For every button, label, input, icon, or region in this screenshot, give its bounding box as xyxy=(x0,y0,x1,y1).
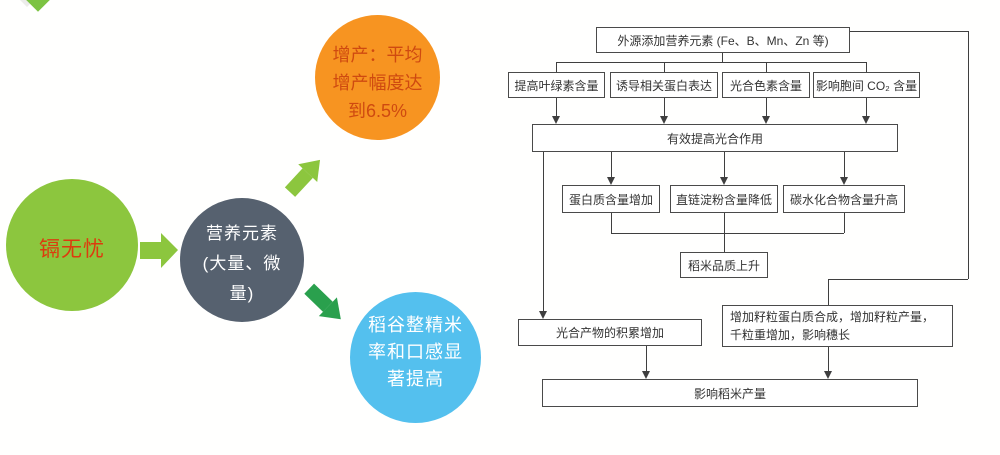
flow-line xyxy=(766,98,767,117)
flow-line xyxy=(866,62,867,72)
flow-arrowhead-icon xyxy=(824,371,832,379)
flow-line xyxy=(866,98,867,117)
flow-arrowhead-icon xyxy=(539,311,547,319)
flow-arrowhead-icon xyxy=(862,116,870,124)
flow-box-rice-quality: 稻米品质上升 xyxy=(680,252,768,278)
flow-line xyxy=(844,152,845,178)
flow-box-rice-yield: 影响稻米产量 xyxy=(542,379,918,407)
flow-box-protein-expression: 诱导相关蛋白表达 xyxy=(610,72,718,98)
flow-box-external-nutrients: 外源添加营养元素 (Fe、B、Mn、Zn 等) xyxy=(596,27,850,53)
nutrient-line-1: 营养元素 xyxy=(206,224,278,243)
rice-quality-line-3: 著提高 xyxy=(387,369,444,389)
yield-gain-line-2: 增产幅度达 xyxy=(332,73,423,93)
arrow-up-right-icon xyxy=(280,151,330,201)
flow-arrowhead-icon xyxy=(607,177,615,185)
flow-arrowhead-icon xyxy=(642,371,650,379)
rice-quality-line-1: 稻谷整精米 xyxy=(368,315,463,335)
flow-box-chlorophyll: 提高叶绿素含量 xyxy=(508,72,605,98)
flow-box-protein-content: 蛋白质含量增加 xyxy=(562,185,660,213)
flow-line xyxy=(844,213,845,233)
flow-line xyxy=(556,62,557,72)
arrow-down-right-icon xyxy=(300,279,350,329)
flow-line xyxy=(646,346,647,372)
nutrient-line-2: (大量、微 xyxy=(202,254,282,273)
nutrient-line-3: 量) xyxy=(229,284,255,303)
flow-line xyxy=(664,98,665,117)
flow-line xyxy=(828,279,968,280)
flow-box-amylose: 直链淀粉含量降低 xyxy=(670,185,778,213)
flow-line xyxy=(724,213,725,233)
flow-line xyxy=(722,53,723,62)
flow-line xyxy=(543,152,544,312)
yield-gain-circle: 增产：平均 增产幅度达 到6.5% xyxy=(315,15,440,140)
flow-box-pigment: 光合色素含量 xyxy=(722,72,810,98)
flow-line xyxy=(611,213,612,233)
flow-line xyxy=(766,62,767,72)
flow-box-photosynthesis: 有效提高光合作用 xyxy=(532,124,898,152)
flow-arrowhead-icon xyxy=(762,116,770,124)
flow-box-co2: 影响胞间 CO₂ 含量 xyxy=(813,72,920,98)
flow-arrowhead-icon xyxy=(660,116,668,124)
flow-line xyxy=(968,31,969,279)
flow-line xyxy=(664,62,665,72)
flow-line xyxy=(828,279,829,305)
flow-line xyxy=(611,233,844,234)
yield-gain-line-1: 增产：平均 xyxy=(332,45,423,65)
flow-arrowhead-icon xyxy=(720,177,728,185)
flow-arrowhead-icon xyxy=(552,116,560,124)
flow-line xyxy=(611,152,612,178)
arrow-right-icon xyxy=(140,233,178,268)
flow-box-grain-protein: 增加籽粒蛋白质合成，增加籽粒产量，千粒重增加，影响穗长 xyxy=(722,305,953,347)
flow-line xyxy=(724,152,725,178)
flow-arrowhead-icon xyxy=(840,177,848,185)
yield-gain-line-3: 到6.5% xyxy=(347,101,408,121)
rice-quality-circle: 稻谷整精米 率和口感显 著提高 xyxy=(350,292,481,423)
flow-box-carbohydrate: 碳水化合物含量升高 xyxy=(783,185,905,213)
nutrient-circle: 营养元素 (大量、微 量) xyxy=(180,198,304,322)
cadmium-safe-label: 镉无忧 xyxy=(39,238,105,261)
flow-line xyxy=(850,31,968,32)
cadmium-safe-circle: 镉无忧 xyxy=(6,179,138,311)
rice-quality-line-2: 率和口感显 xyxy=(368,342,463,362)
flow-line xyxy=(556,98,557,117)
flow-line xyxy=(724,233,725,252)
flow-box-accumulation: 光合产物的积累增加 xyxy=(518,319,702,346)
flow-line xyxy=(828,347,829,372)
flow-line xyxy=(556,62,866,63)
